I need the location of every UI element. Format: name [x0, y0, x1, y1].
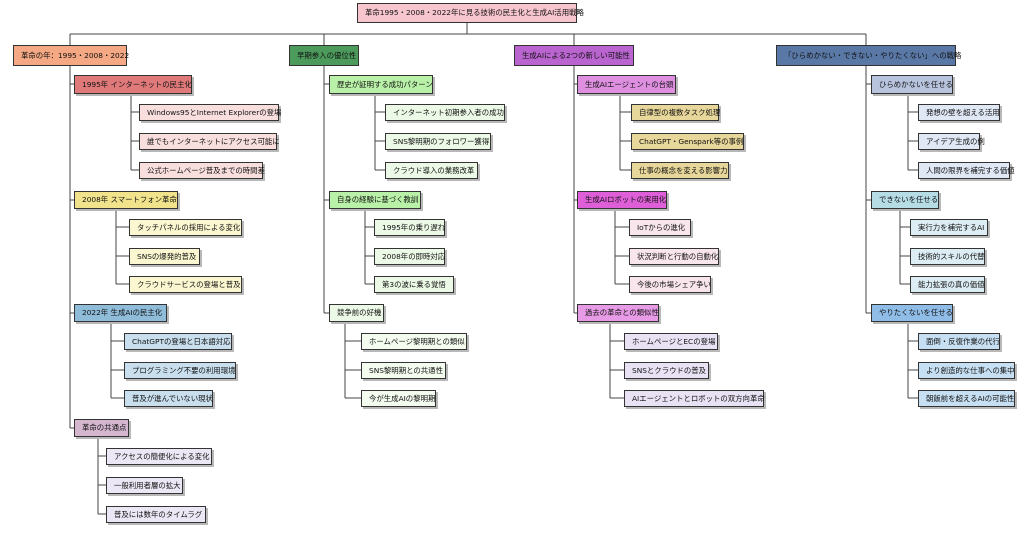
topic-common-points: 革命の共通点 [74, 419, 129, 437]
item-chatgpt-launch: ChatGPTの登場と日本語対応 [124, 333, 232, 350]
topic-ai-agents: 生成AIエージェントの台頭 [577, 75, 676, 94]
item-iot-evolution: IoTからの進化 [629, 219, 691, 236]
item-cloud-services: クラウドサービスの登場と普及 [129, 276, 242, 293]
item-internet-early: インターネット初期参入者の成功 [385, 104, 505, 121]
item-beyond-easy: 朝飯前を超えるAIの可能性 [918, 390, 1015, 407]
item-execution-ai: 実行力を補完するAI [910, 219, 988, 236]
item-work-concept: 仕事の概念を変える影響力 [631, 162, 729, 179]
item-sns-commonality: SNS黎明期との共通性 [361, 362, 446, 379]
item-time-lag: 普及には数年のタイムラグ [106, 506, 206, 523]
item-simplified-access: アクセスの簡便化による変化 [106, 448, 212, 465]
item-homepage-ec: ホームページとECの登場 [624, 333, 718, 350]
item-repetitive: 面倒・反復作業の代行 [918, 333, 1000, 350]
item-touch-panel: タッチパネルの採用による変化 [129, 219, 242, 236]
item-sns-cloud: SNSとクラウドの普及 [624, 362, 709, 379]
topic-past-similarity: 過去の革命との類似性 [577, 304, 659, 322]
item-capability: 能力拡張の真の価値 [910, 276, 985, 293]
item-genai-dawn: 今が生成AIの黎明期 [361, 390, 436, 407]
item-no-programming: プログラミング不要の利用環境 [124, 362, 236, 379]
topic-lessons: 自身の経験に基づく教訓 [329, 191, 421, 209]
item-idea-example: アイデア生成の例 [918, 133, 985, 150]
item-creative-focus: より創造的な仕事への集中 [918, 362, 1015, 379]
item-overcome-wall: 発想の壁を超える活用 [918, 104, 1000, 121]
item-action-automation: 状況判断と行動の自動化 [629, 248, 719, 265]
item-third-wave: 第3の波に乗る覚悟 [374, 276, 454, 293]
branch-genai-possibilities: 生成AIによる2つの新しい可能性 [514, 45, 634, 66]
item-market-share: 今後の市場シェア争い [629, 276, 711, 293]
topic-ai-robots: 生成AIロボットの実用化 [577, 191, 667, 209]
topic-2022-genai: 2022年 生成AIの民主化 [74, 304, 167, 322]
topic-no-inspiration: ひらめかないを任せる [871, 75, 953, 94]
item-cloud-reform: クラウド導入の業務改革 [385, 162, 478, 179]
branch-revolution-years: 革命の年：1995・2008・2022 [13, 45, 129, 66]
item-sns-spread: SNSの爆発的普及 [129, 248, 200, 265]
topic-success-pattern: 歴史が証明する成功パターン [329, 75, 433, 94]
item-homepage-lag: 公式ホームページ普及までの時間差 [139, 162, 265, 179]
topic-1995-internet: 1995年 インターネットの民主化 [74, 75, 192, 94]
item-skill-substitute: 技術的スキルの代替 [910, 248, 985, 265]
branch-strategy: 「ひらめかない・できない・やりたくない」への戦略 [776, 45, 961, 66]
item-sns-followers: SNS黎明期のフォロワー獲得 [385, 133, 491, 150]
item-slow-adoption: 普及が進んでいない現状 [124, 390, 213, 407]
topic-pre-competition: 競争前の好機 [329, 304, 384, 322]
topic-cannot: できないを任せる [871, 191, 939, 209]
item-bidirectional: AIエージェントとロボットの双方向革命 [624, 390, 765, 407]
item-windows95: Windows95とInternet Explorerの登場 [139, 104, 281, 121]
item-internet-access: 誰でもインターネットにアクセス可能に [139, 133, 280, 150]
root-node: 革命1995・2008・2022年に見る技術の民主化と生成AI活用戦略 [357, 3, 584, 23]
topic-2008-smartphone: 2008年 スマートフォン革命 [74, 191, 178, 209]
branch-early-entry: 早期参入の優位性 [289, 45, 359, 66]
item-1995-late: 1995年の乗り遅れ [374, 219, 445, 236]
item-human-limit: 人間の限界を補完する価値 [918, 162, 1015, 179]
item-autonomous-tasks: 自律型の複数タスク処理 [631, 104, 720, 121]
item-homepage-similarity: ホームページ黎明期との類似 [361, 333, 467, 350]
item-user-expansion: 一般利用者層の拡大 [106, 477, 183, 494]
item-2008-response: 2008年の即時対応 [374, 248, 445, 265]
item-chatgpt-genspark: ChatGPT・Genspark等の事例 [631, 133, 744, 150]
topic-dont-want: やりたくないを任せる [871, 304, 953, 322]
